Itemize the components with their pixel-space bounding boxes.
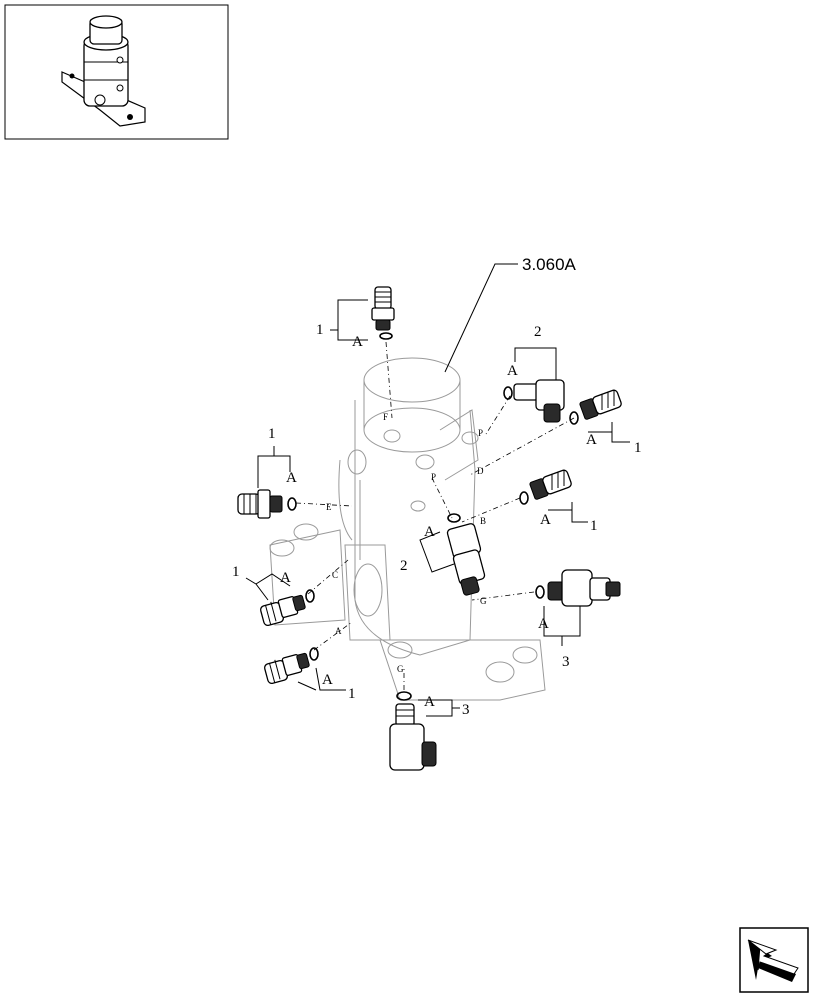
callout-elbow-right-lower: 3 A [538,606,581,670]
o-ring [569,411,579,425]
reference-callout: 3.060A [444,255,577,373]
o-ring [396,691,412,701]
o-ring [447,513,461,523]
o-ring [309,647,319,661]
svg-text:A: A [335,626,342,636]
svg-text:3: 3 [562,654,570,670]
fitting-elbow-center[interactable] [446,513,486,596]
svg-text:F: F [383,412,388,422]
fitting-right-straight-middle[interactable] [519,469,572,505]
svg-text:1: 1 [634,440,642,456]
svg-text:P: P [478,428,483,438]
svg-text:A: A [424,524,435,540]
svg-text:D: D [477,466,484,476]
svg-text:1: 1 [268,426,276,442]
o-ring [379,332,393,340]
svg-text:A: A [280,570,291,586]
svg-text:G: G [397,664,404,674]
thumbnail-overview[interactable] [4,4,229,140]
fitting-left-lower-straight[interactable] [260,589,315,626]
svg-text:A: A [352,334,363,350]
svg-text:2: 2 [534,324,542,340]
callout-right-upper: 1 A [586,422,642,456]
o-ring [305,589,315,603]
thumbnail-valve-icon [61,15,146,127]
svg-text:E: E [326,502,332,512]
fitting-elbow-bottom[interactable] [389,691,437,771]
callout-left-straight: 1 A [257,426,297,488]
connection-lines [295,341,575,690]
svg-text:C: C [332,570,338,580]
o-ring [503,386,513,400]
callout-right-middle: 1 A [540,502,598,534]
next-page-button[interactable] [739,927,809,993]
fitting-left-straight[interactable] [237,489,297,519]
valve-body [269,357,546,701]
fitting-bottom-left-straight[interactable] [264,647,319,684]
svg-text:A: A [424,694,435,710]
svg-text:2: 2 [400,558,408,574]
svg-text:3: 3 [462,702,470,718]
o-ring [287,497,297,511]
reference-label: 3.060A [522,255,577,274]
svg-text:A: A [538,616,549,632]
callout-left-lower: 1 A [232,564,291,601]
arrow-icon [747,939,799,982]
svg-text:1: 1 [316,322,324,338]
callout-elbow-upper: 2 A [507,324,557,380]
svg-text:1: 1 [590,518,598,534]
svg-text:A: A [322,672,333,688]
fitting-elbow-upper[interactable] [503,379,565,423]
svg-text:P: P [431,472,436,482]
svg-text:G: G [480,596,487,606]
fitting-right-straight-upper[interactable] [569,389,622,425]
svg-text:A: A [286,470,297,486]
svg-text:A: A [540,512,551,528]
callout-top: 1 A [316,299,368,350]
fitting-top-straight[interactable] [371,286,395,340]
svg-text:1: 1 [348,686,356,702]
svg-text:A: A [507,363,518,379]
svg-text:A: A [586,432,597,448]
callout-elbow-bottom: 3 A [418,694,470,718]
svg-text:1: 1 [232,564,240,580]
callout-bottom-left: 1 A [297,667,356,702]
svg-text:B: B [480,516,486,526]
fitting-elbow-right-lower[interactable] [535,569,621,607]
port-letters: F P D P B E C A G G [326,412,487,674]
callout-elbow-center: 2 A [400,524,455,574]
o-ring [519,491,529,505]
o-ring [535,585,545,599]
